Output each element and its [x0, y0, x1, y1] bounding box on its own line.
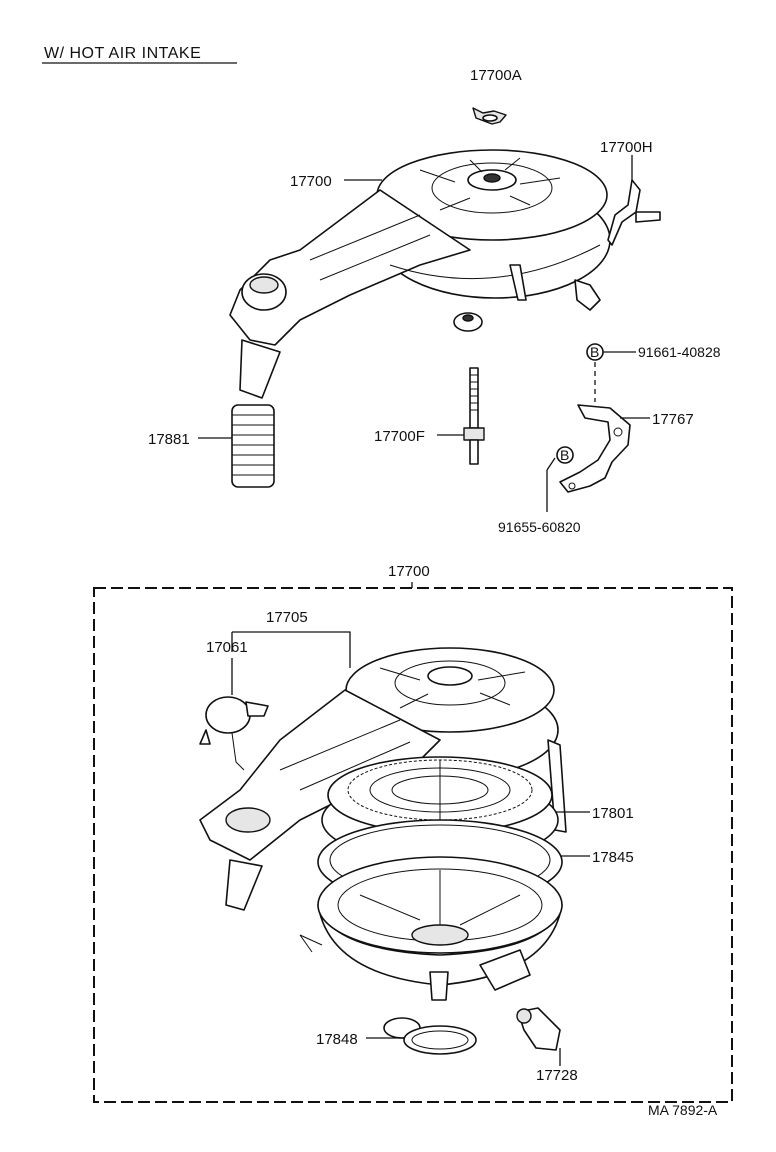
label-17767: 17767	[652, 411, 694, 428]
lower-case	[299, 856, 563, 1039]
bolt-marker-b	[556, 446, 574, 464]
label-91661-40828: 91661-40828	[638, 344, 721, 360]
bolt-marker-b-letter: B	[560, 447, 569, 463]
diagram-heading: W/ HOT AIR INTAKE	[44, 45, 201, 62]
drawing-code: MA 7892-A	[648, 1102, 718, 1118]
label-17845: 17845	[592, 849, 634, 866]
vacuum-motor-17061	[199, 696, 269, 771]
label-17700H: 17700H	[600, 139, 653, 156]
bracket-17767	[559, 404, 631, 493]
label-17700-assembly: 17700	[388, 563, 430, 580]
air-cleaner-assembly-top	[229, 149, 661, 399]
gasket-17848	[403, 1025, 477, 1055]
valve-17728	[516, 1007, 561, 1051]
label-91655-60820: 91655-60820	[498, 519, 581, 535]
label-17848: 17848	[316, 1031, 358, 1048]
label-17728: 17728	[536, 1067, 578, 1084]
label-17881: 17881	[148, 431, 190, 448]
label-17705: 17705	[266, 609, 308, 626]
label-17801: 17801	[592, 805, 634, 822]
leader-91655	[546, 457, 556, 471]
corrugated-hose-17881	[231, 404, 275, 488]
wing-nut-17700A	[472, 107, 507, 125]
label-17700F: 17700F	[374, 428, 425, 445]
stud-bolt-17700F	[463, 367, 485, 465]
leader-17705	[232, 631, 351, 668]
label-17061: 17061	[206, 639, 248, 656]
housing-lid-17705	[199, 647, 567, 911]
bolt-marker-a-letter: B	[590, 344, 599, 360]
assembly-dashed-frame	[93, 587, 733, 1103]
label-17700: 17700	[290, 173, 332, 190]
label-17700A: 17700A	[470, 67, 522, 84]
